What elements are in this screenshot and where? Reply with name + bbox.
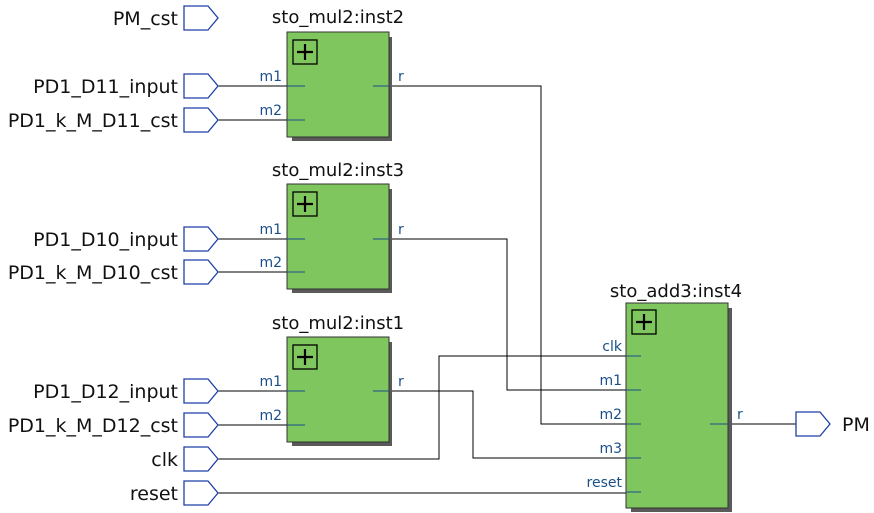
port-label-m2: m2 — [599, 407, 622, 423]
block-sto-mul2-inst1[interactable]: sto_mul2:inst1 m1 m2 r — [259, 313, 404, 446]
port-label-reset: reset — [587, 475, 623, 491]
pin-label-pd1-d11-input: PD1_D11_input — [33, 76, 178, 98]
pin-label-pd1-d12-input: PD1_D12_input — [33, 381, 178, 403]
pin-label-pd1-k-m-d10-cst: PD1_k_M_D10_cst — [8, 262, 178, 284]
block-title: sto_mul2:inst1 — [272, 313, 404, 334]
pin-label-clk: clk — [151, 449, 178, 471]
port-label-m2: m2 — [259, 103, 282, 119]
pin-pd1-d10-input[interactable]: PD1_D10_input — [33, 226, 219, 252]
plus-icon — [297, 196, 313, 212]
wire-clk-to-inst4-clk — [218, 355, 641, 460]
port-label-clk: clk — [602, 339, 623, 355]
port-label-r: r — [737, 407, 743, 423]
block-body — [625, 302, 729, 509]
port-label-m2: m2 — [259, 255, 282, 271]
port-label-m1: m1 — [259, 374, 282, 390]
pin-pd1-d11-input[interactable]: PD1_D11_input — [33, 73, 219, 99]
pin-pd1-k-m-d11-cst[interactable]: PD1_k_M_D11_cst — [8, 107, 219, 133]
pin-pd1-d12-input[interactable]: PD1_D12_input — [33, 378, 219, 404]
plus-icon — [297, 44, 313, 60]
pin-label-pm-cst: PM_cst — [113, 8, 178, 30]
output-pin-icon — [795, 411, 831, 437]
port-label-m3: m3 — [599, 441, 622, 457]
port-label-m2: m2 — [259, 408, 282, 424]
input-pin-icon — [183, 73, 219, 99]
plus-icon — [297, 349, 313, 365]
block-title: sto_add3:inst4 — [610, 281, 742, 302]
block-sto-mul2-inst3[interactable]: sto_mul2:inst3 m1 m2 r — [259, 160, 404, 293]
pin-pm[interactable]: PM — [795, 411, 870, 437]
input-pin-icon — [183, 446, 219, 472]
port-label-r: r — [398, 222, 404, 238]
input-pins: PM_cst PD1_D11_input PD1_k_M_D11_cst PD1… — [8, 5, 219, 506]
pin-pd1-k-m-d10-cst[interactable]: PD1_k_M_D10_cst — [8, 259, 219, 285]
input-pin-icon — [183, 259, 219, 285]
input-pin-icon — [183, 378, 219, 404]
pin-clk[interactable]: clk — [151, 446, 219, 472]
block-title: sto_mul2:inst2 — [272, 7, 404, 28]
pin-label-reset: reset — [130, 483, 178, 505]
port-label-m1: m1 — [259, 69, 282, 85]
pin-pm-cst[interactable]: PM_cst — [113, 5, 219, 31]
port-label-r: r — [398, 374, 404, 390]
wire-inst3-r-to-inst4-m1 — [373, 238, 641, 391]
input-pin-icon — [183, 107, 219, 133]
port-label-r: r — [398, 69, 404, 85]
wire-inst1-r-to-inst4-m3 — [373, 390, 641, 459]
pin-pd1-k-m-d12-cst[interactable]: PD1_k_M_D12_cst — [8, 412, 219, 438]
pin-label-pd1-k-m-d12-cst: PD1_k_M_D12_cst — [8, 415, 178, 437]
pin-reset[interactable]: reset — [130, 480, 219, 506]
pin-label-pd1-k-m-d11-cst: PD1_k_M_D11_cst — [8, 110, 178, 132]
input-pin-icon — [183, 480, 219, 506]
block-title: sto_mul2:inst3 — [272, 160, 404, 181]
pin-label-pd1-d10-input: PD1_D10_input — [33, 229, 178, 251]
input-pin-icon — [183, 226, 219, 252]
pin-label-pm: PM — [842, 414, 870, 436]
wire-inst2-r-to-inst4-m2 — [373, 85, 641, 425]
block-sto-add3-inst4[interactable]: sto_add3:inst4 clk m1 m2 m3 reset r — [587, 281, 743, 512]
port-label-m1: m1 — [599, 373, 622, 389]
plus-icon — [636, 314, 652, 330]
input-pin-icon — [183, 5, 219, 31]
input-pin-icon — [183, 412, 219, 438]
port-label-m1: m1 — [259, 222, 282, 238]
block-sto-mul2-inst2[interactable]: sto_mul2:inst2 m1 m2 r — [259, 7, 404, 141]
